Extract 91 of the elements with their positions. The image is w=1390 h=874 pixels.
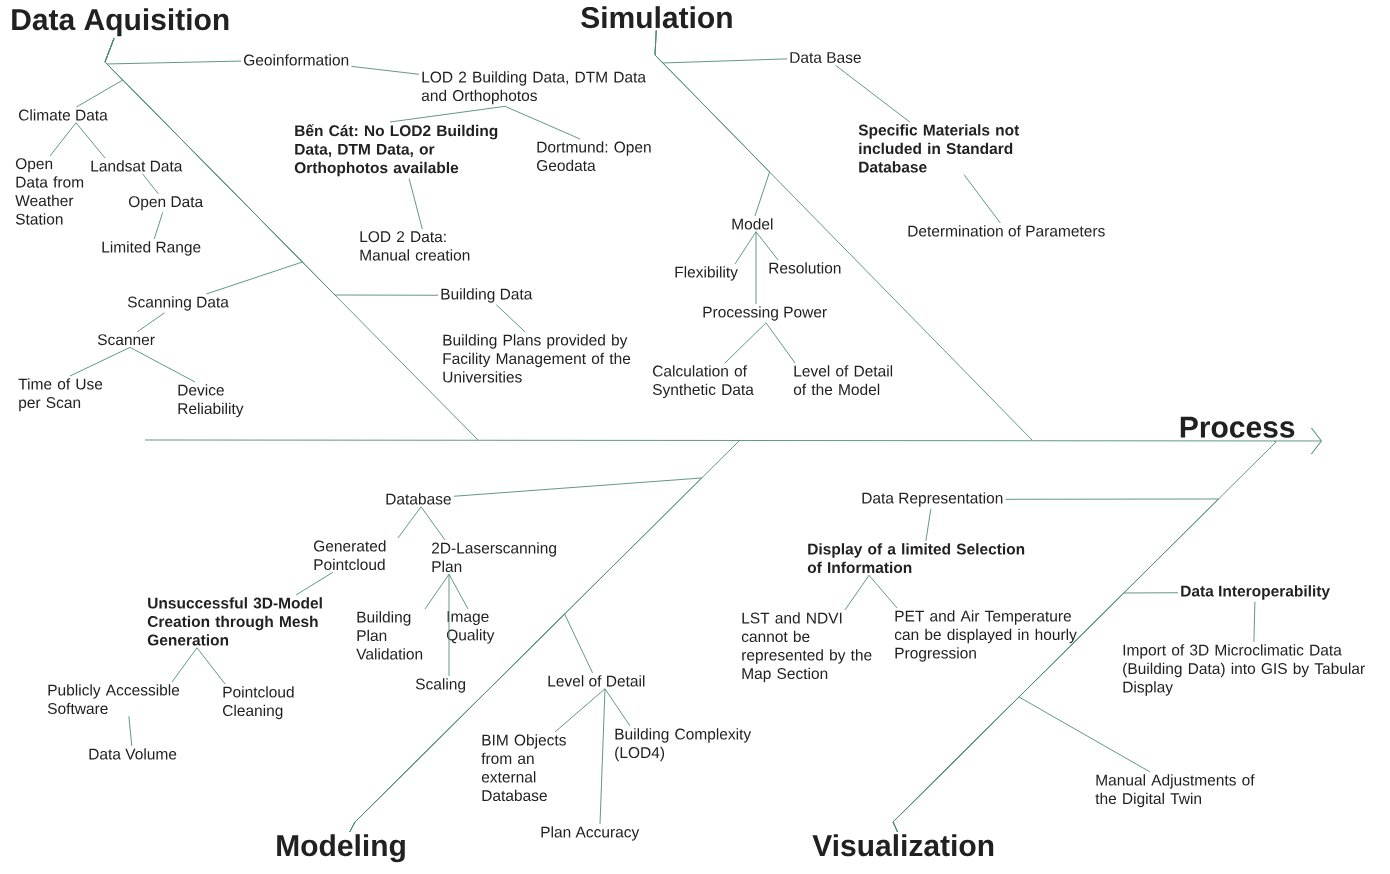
branch-line	[765, 322, 796, 364]
cause-label: Climate Data	[19, 109, 108, 121]
branch-line	[495, 304, 526, 333]
branch-line	[128, 715, 133, 747]
cause-label: Level of Detail	[548, 675, 645, 687]
branch-line	[295, 571, 334, 596]
problem-label: Unsuccessful 3D-Model Creation through Mesh Generation	[147, 597, 322, 646]
cause-label: Resolution	[769, 262, 841, 274]
cause-label: Calculation of Synthetic Data	[652, 365, 754, 399]
cause-label: Building Data	[441, 288, 533, 303]
cause-label: BIM Objects from an external Database	[481, 734, 566, 802]
branch-line	[196, 647, 226, 685]
branch-line	[1253, 601, 1256, 643]
branch-line	[844, 574, 870, 611]
category-label: Visualization	[812, 834, 994, 857]
branch-line	[755, 231, 757, 305]
cause-label: Determination of Parameters	[908, 225, 1105, 237]
cause-label: Pointcloud Cleaning	[223, 686, 294, 720]
branch-line	[49, 122, 77, 157]
cause-label: Time of Use per Scan	[18, 378, 103, 412]
cause-label: LOD 2 Building Data, DTM Data and Orthophotos	[421, 71, 646, 105]
problem-label: Specific Materials not included in Standard Database	[858, 124, 1020, 173]
cause-label: Open Data from Weather Station	[15, 158, 84, 225]
branch-line	[734, 231, 757, 265]
cause-label: Scanner	[97, 334, 155, 346]
branch-line	[724, 322, 767, 364]
cause-label: Flexibility	[675, 266, 738, 281]
cause-label: Data Base	[790, 52, 861, 63]
branch-line	[420, 506, 446, 541]
cause-label: LST and NDVI cannot be represented by the Map Section	[741, 612, 872, 683]
cause-label: Generated Pointcloud	[314, 540, 386, 571]
cause-label: Image Quality	[446, 611, 495, 644]
effect-label: Process	[1180, 416, 1295, 438]
cause-label: Database	[386, 493, 451, 505]
branch-line	[654, 29, 771, 217]
problem-label: Data Interoperability	[1181, 585, 1330, 600]
cause-label: Scaling	[415, 678, 466, 693]
cause-label: Dortmund: Open Geodata	[537, 141, 651, 172]
cause-label: Import of 3D Microclimatic Data (Building Data) into GIS by Tabular Display	[1123, 644, 1365, 696]
branch-line	[755, 231, 779, 261]
cause-label: Scanning Data	[127, 296, 229, 311]
cause-label: Building Plan Validation	[356, 611, 423, 660]
branch-line	[554, 688, 606, 733]
problem-label: Bến Cát: No LOD2 Building Data, DTM Data, or Orthophotos available	[294, 124, 498, 177]
branch-line	[69, 346, 131, 377]
branch-line	[153, 211, 164, 240]
category-label: Data Aquisition	[12, 8, 229, 37]
cause-label: Limited Range	[102, 241, 201, 256]
branch-line	[448, 573, 469, 610]
branch-line	[397, 506, 422, 539]
category-label: Simulation	[581, 6, 732, 29]
cause-label: Plan Accuracy	[541, 826, 640, 841]
branch-line	[925, 508, 932, 542]
cause-label: LOD 2 Data: Manual creation	[360, 231, 470, 261]
branch-line	[104, 37, 439, 296]
branch-line	[350, 65, 420, 75]
cause-label: Data Representation	[862, 492, 1003, 507]
spine-arrow	[144, 427, 1322, 455]
branch-line	[171, 647, 198, 683]
cause-label: 2D-Laserscanning Plan	[432, 542, 556, 573]
category-label: Modeling	[277, 834, 405, 863]
branch-line	[892, 696, 1151, 833]
cause-label: Open Data	[128, 196, 204, 211]
cause-label: Manual Adjustments of the Digital Twin	[1095, 774, 1255, 808]
cause-label: Processing Power	[703, 306, 827, 321]
branch-line	[136, 312, 165, 333]
branch-line	[408, 178, 423, 230]
branch-line	[389, 105, 506, 123]
cause-label: Publicly Accessible Software	[47, 684, 180, 715]
branch-line	[129, 346, 196, 383]
branch-line	[424, 573, 450, 610]
cause-label: Building Complexity (LOD4)	[615, 728, 752, 762]
problem-label: Display of a limited Selection of Information	[807, 543, 1025, 574]
branch-line	[834, 64, 911, 123]
branch-line	[868, 574, 898, 609]
cause-label: Device Reliability	[178, 384, 244, 418]
cause-label: Landsat Data	[91, 160, 183, 172]
cause-label: Building Plans provided by Facility Management of the Universities	[443, 334, 631, 383]
branch-line	[963, 174, 1001, 224]
branch-line	[349, 613, 594, 833]
cause-label: PET and Air Temperature can be displayed in hourly Progression	[894, 610, 1077, 662]
cause-label: Model	[732, 218, 773, 230]
branch-line	[75, 122, 106, 159]
cause-label: Data Volume	[89, 748, 177, 760]
branch-line	[599, 688, 606, 825]
branch-line	[448, 573, 450, 677]
branch-line	[604, 688, 631, 727]
cause-label: Geoinformation	[244, 54, 349, 66]
branch-line	[142, 173, 159, 195]
branch-line	[504, 105, 581, 140]
cause-label: Level of Detail of the Model	[793, 365, 893, 396]
